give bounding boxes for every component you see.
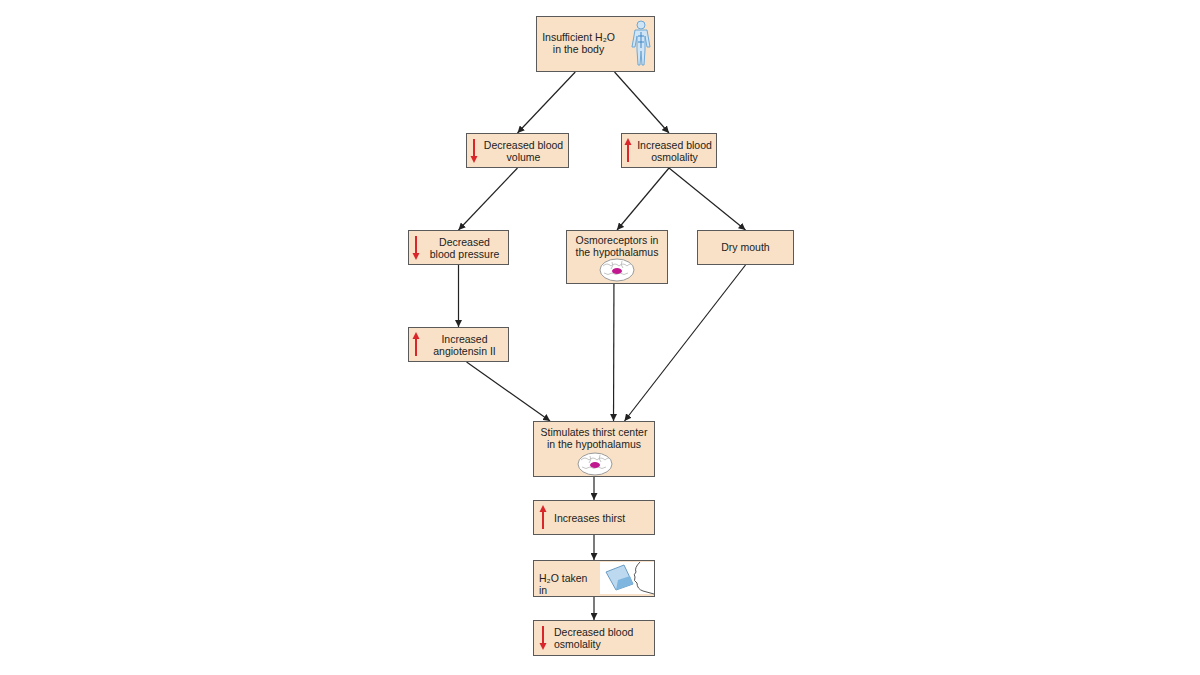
process-box: Stimulates thirst center in the hypothal… [533, 421, 655, 477]
decrease-arrow [540, 626, 547, 650]
arrow-tip [413, 332, 420, 339]
icon-background [600, 562, 654, 594]
flow-arrow [625, 265, 746, 421]
flow-arrow [593, 477, 594, 500]
process-box: Increases thirst [533, 500, 655, 535]
body-icon [632, 21, 650, 65]
flow-arrow [518, 72, 576, 133]
decrease-arrow [471, 139, 478, 163]
brain-icon [600, 259, 634, 281]
arrow-tip [540, 643, 547, 650]
arrow-shaft [415, 236, 417, 254]
brain-folds [581, 455, 611, 469]
arrow-shaft [542, 626, 544, 644]
body-head [637, 21, 645, 29]
body-vessels [638, 32, 644, 48]
process-box: Decreased blood osmolality [533, 620, 655, 656]
flow-arrow [669, 168, 746, 230]
arrow-tip [625, 138, 632, 145]
arrow-tip [413, 253, 420, 260]
brain-outline [600, 259, 634, 281]
arrow-shaft [627, 144, 629, 162]
glass-water [616, 576, 633, 590]
face-profile [634, 562, 654, 594]
flow-arrow [467, 362, 551, 421]
brain-outline [578, 453, 612, 475]
process-box: Insufficient H₂O in the body [536, 16, 655, 72]
box-label: Increases thirst [554, 512, 650, 524]
drinking-icon [600, 562, 654, 594]
flow-arrow [593, 535, 594, 560]
box-label: Increased angiotensin II [425, 333, 504, 357]
arrow-tip [540, 505, 547, 512]
box-label: Decreased blood osmolality [554, 626, 650, 650]
process-box: Osmoreceptors in the hypothalamus [566, 230, 668, 284]
flow-arrow [617, 168, 669, 230]
process-box: H₂O taken in [533, 560, 655, 597]
arrow-tip [471, 156, 478, 163]
box-label: Decreased blood pressure [425, 236, 504, 260]
box-label: Osmoreceptors in the hypothalamus [571, 234, 663, 258]
increase-arrow [625, 138, 632, 162]
increase-arrow [540, 505, 547, 529]
flow-arrow [615, 72, 669, 133]
flow-arrow [459, 168, 518, 230]
box-label: H₂O taken in [539, 572, 598, 596]
arrow-shaft [542, 511, 544, 529]
flow-arrow [593, 597, 594, 620]
box-label: Insufficient H₂O in the body [541, 31, 616, 55]
body-outline [632, 30, 650, 65]
brain-icon [578, 453, 612, 475]
decrease-arrow [413, 236, 420, 260]
arrow-shaft [415, 338, 417, 356]
hypothalamus-spot [612, 268, 622, 274]
hypothalamus-spot [590, 462, 600, 468]
box-label: Increased blood osmolality [636, 139, 713, 163]
arrow-shaft [473, 139, 475, 157]
box-label: Dry mouth [702, 241, 789, 253]
drinking-glass [606, 565, 633, 590]
box-label: Decreased blood volume [483, 139, 564, 163]
process-box: Increased blood osmolality [621, 133, 717, 168]
flow-arrow [613, 284, 615, 421]
process-box: Increased angiotensin II [408, 327, 509, 362]
box-label: Stimulates thirst center in the hypothal… [538, 426, 650, 450]
brain-folds [603, 261, 633, 275]
process-box: Decreased blood volume [466, 133, 569, 168]
increase-arrow [413, 332, 420, 356]
process-box: Decreased blood pressure [408, 230, 509, 265]
flow-arrow [458, 265, 459, 327]
process-box: Dry mouth [697, 230, 794, 265]
